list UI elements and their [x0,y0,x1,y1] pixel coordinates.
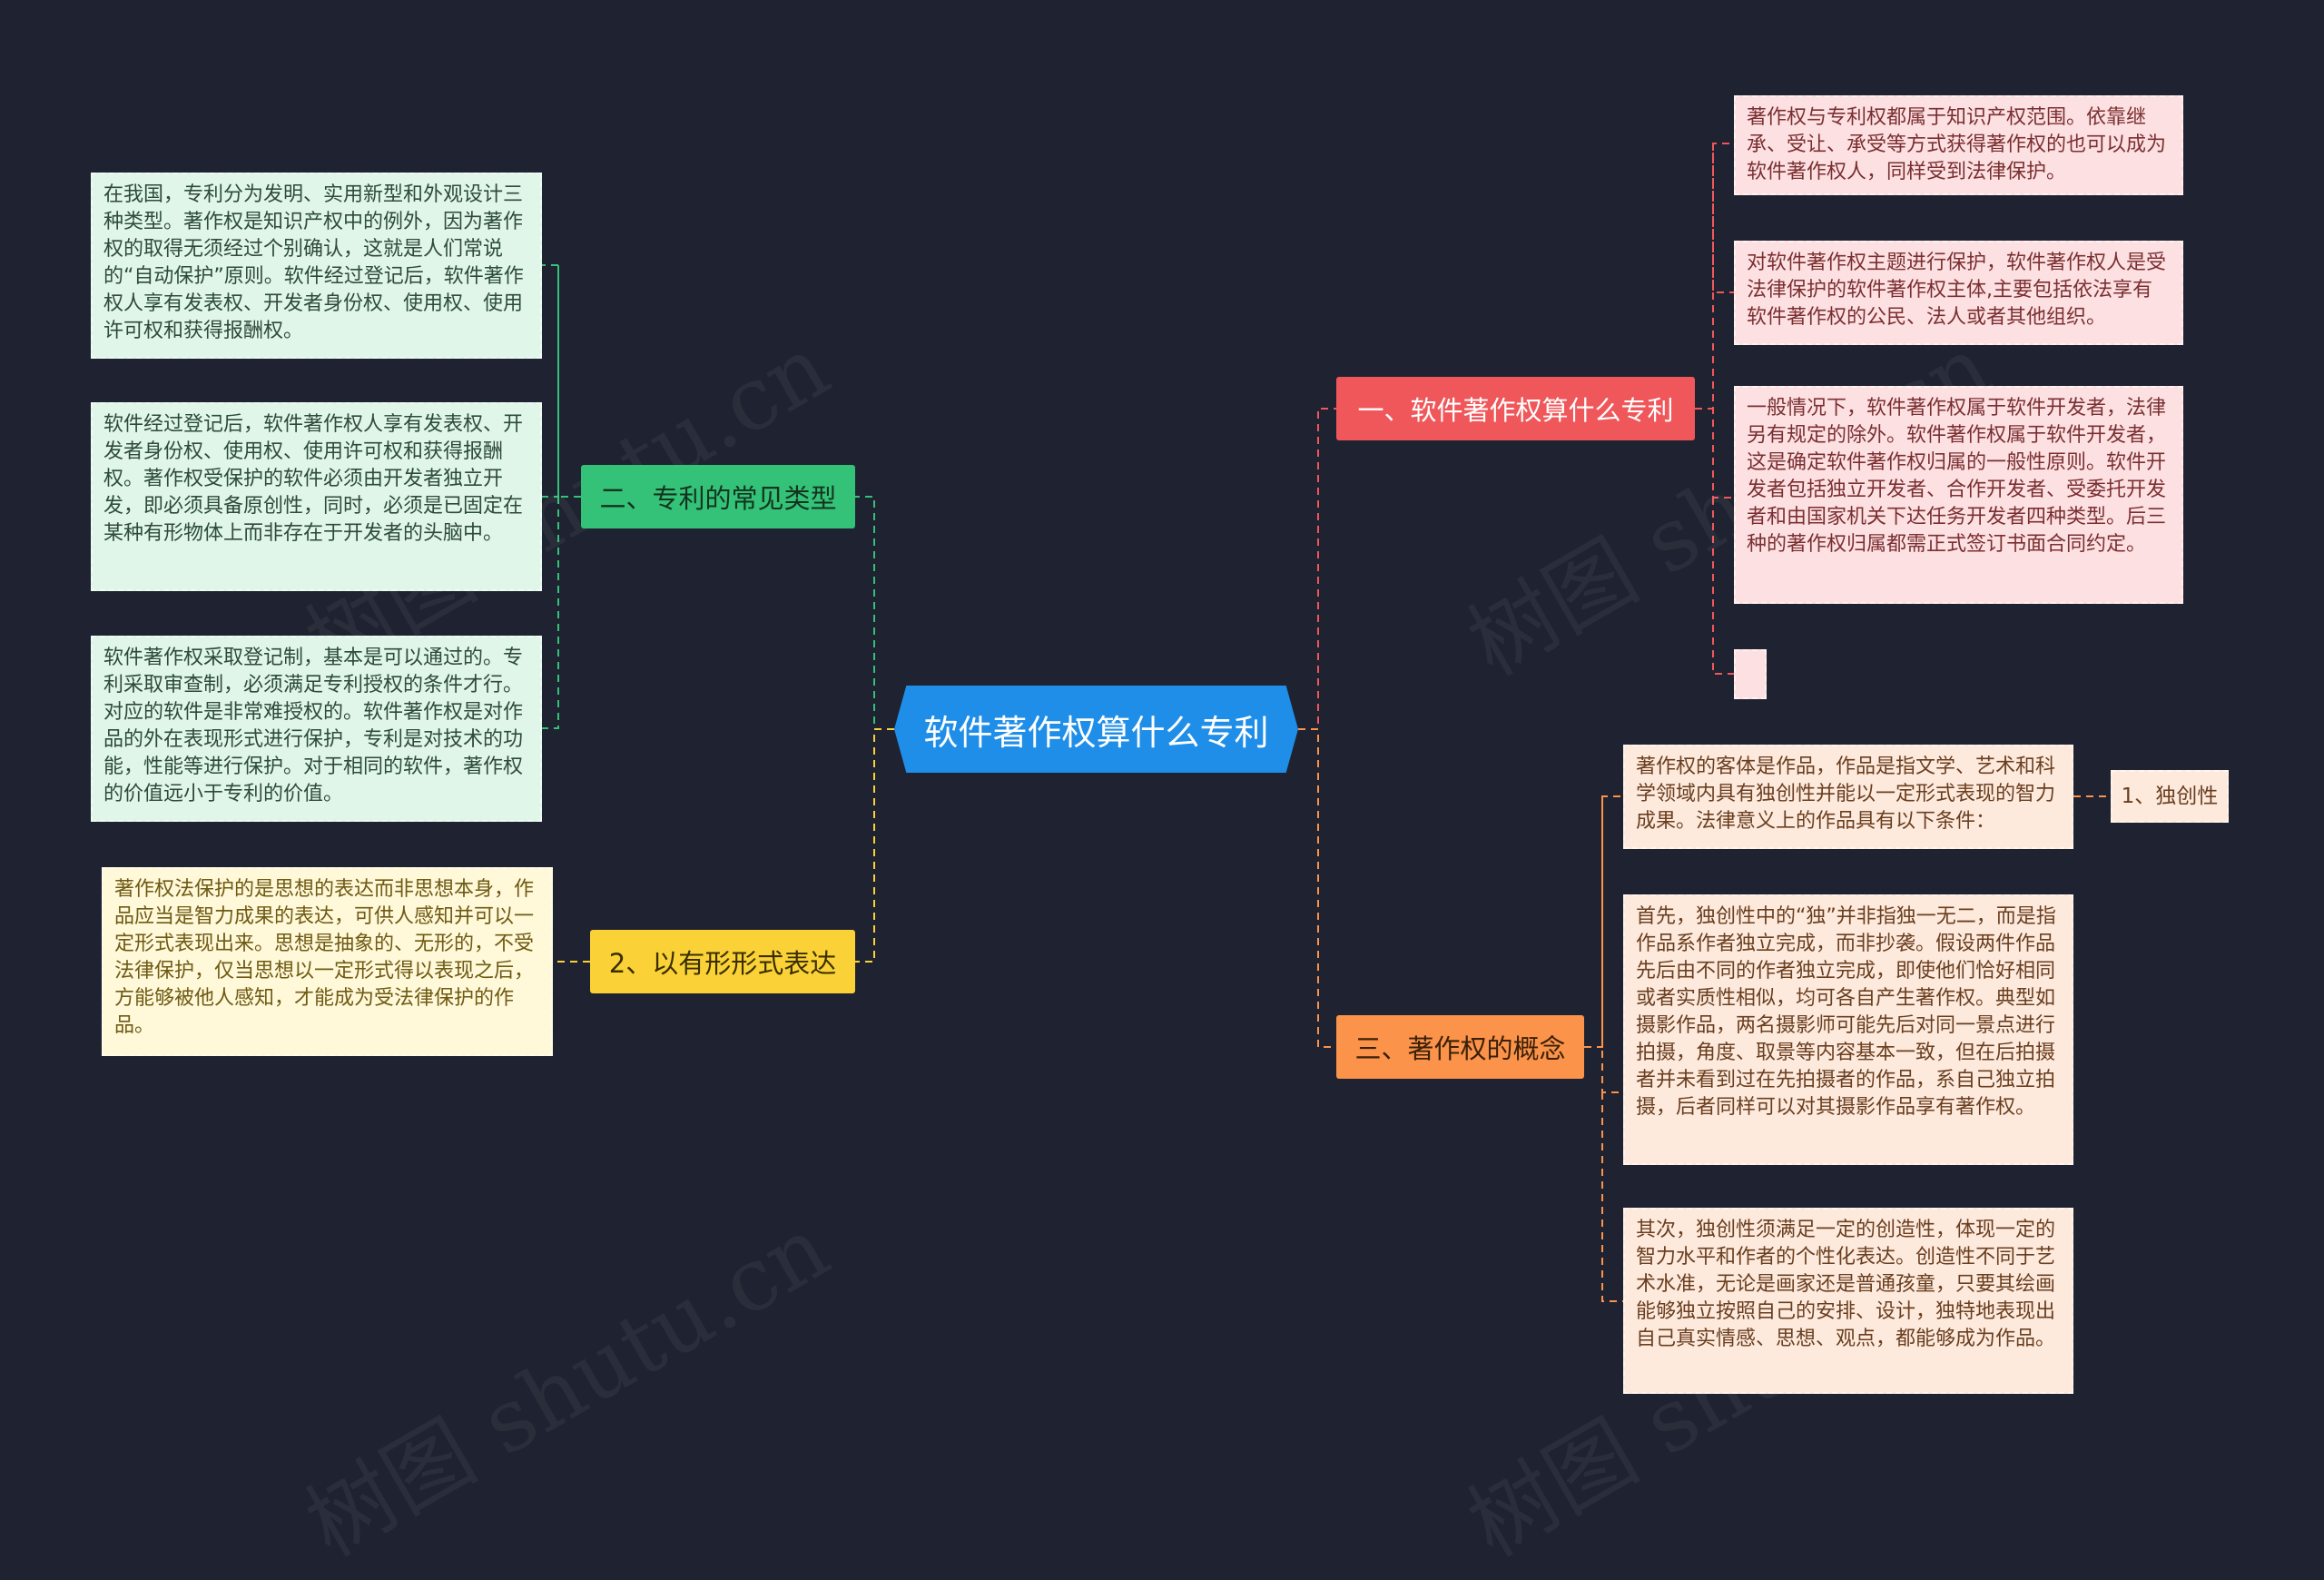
branch-label: 二、专利的常见类型 [599,483,837,514]
leaf-note[interactable]: 软件著作权采取登记制，基本是可以通过的。专利采取审查制，必须满足专利授权的条件才… [91,636,542,822]
leaf-empty[interactable] [1734,649,1767,699]
connector-b4-leaves [1584,795,1623,1302]
connector-root-b4 [1298,728,1336,1048]
connector-root-b2 [855,496,894,730]
leaf-note[interactable]: 在我国，专利分为发明、实用新型和外观设计三种类型。著作权是知识产权中的例外，因为… [91,173,542,359]
leaf-note[interactable]: 其次，独创性须满足一定的创造性，体现一定的智力水平和作者的个性化表达。创造性不同… [1623,1208,2073,1394]
connector-b1-leaves [1695,143,1734,675]
leaf-note[interactable]: 著作权法保护的是思想的表达而非思想本身，作品应当是智力成果的表达，可供人感知并可… [102,867,553,1056]
branch-label: 一、软件著作权算什么专利 [1357,395,1674,426]
branch-patent-types[interactable]: 二、专利的常见类型 [581,465,855,528]
branch-label: 三、著作权的概念 [1354,1033,1566,1064]
branch-tangible-form[interactable]: 2、以有形形式表达 [590,930,855,993]
connector-b2-leaves [542,264,581,729]
leaf-originality[interactable]: 1、独创性 [2111,770,2229,823]
root-topic-label: 软件著作权算什么专利 [923,712,1269,753]
branch-label: 2、以有形形式表达 [608,948,837,979]
branch-copyright-concept[interactable]: 三、著作权的概念 [1336,1015,1584,1079]
leaf-note[interactable]: 著作权的客体是作品，作品是指文学、艺术和科学领域内具有独创性并能以一定形式表现的… [1623,745,2073,849]
connector-lines [542,143,2111,1302]
root-topic[interactable]: 软件著作权算什么专利 [894,686,1298,773]
branch-software-copyright-patent[interactable]: 一、软件著作权算什么专利 [1336,377,1695,440]
leaf-note[interactable]: 对软件著作权主题进行保护，软件著作权人是受法律保护的软件著作权主体,主要包括依法… [1734,241,2183,345]
leaf-note[interactable]: 著作权与专利权都属于知识产权范围。依靠继承、受让、承受等方式获得著作权的也可以成… [1734,95,2183,195]
connector-root-b3 [855,728,894,963]
leaf-note[interactable]: 首先，独创性中的“独”并非指独一无二，而是指作品系作者独立完成，而非抄袭。假设两… [1623,894,2073,1165]
leaf-note[interactable]: 一般情况下，软件著作权属于软件开发者，法律另有规定的除外。软件著作权属于软件开发… [1734,386,2183,604]
leaf-note[interactable]: 软件经过登记后，软件著作权人享有发表权、开发者身份权、使用权、使用许可权和获得报… [91,402,542,591]
connector-root-b1 [1298,408,1336,730]
